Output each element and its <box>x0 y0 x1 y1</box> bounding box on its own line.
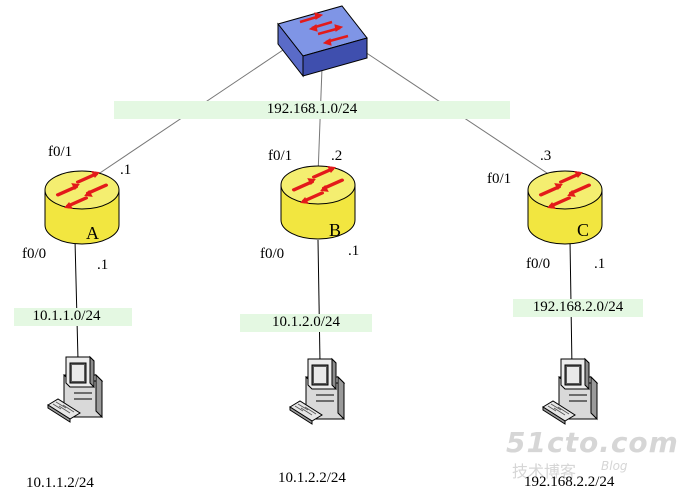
router-c-icon <box>528 171 602 244</box>
router-b-icon <box>281 166 355 239</box>
router-b-lan-port: f0/0 <box>260 246 285 262</box>
link-router-b-pc <box>317 239 321 363</box>
lan-b-subnet-band <box>240 314 372 332</box>
router-a-name: A <box>86 223 99 243</box>
router-c-name: C <box>577 220 590 240</box>
host-c-ip: 192.168.2.2/24 <box>524 474 615 490</box>
lan-c-subnet-band <box>513 299 643 317</box>
router-a-uplink-addr: .1 <box>120 162 132 178</box>
router-a-icon <box>45 171 119 244</box>
router-a-uplink-port: f0/1 <box>48 144 73 160</box>
lan-a-subnet-label: 10.1.1.0/24 <box>32 308 101 324</box>
router-b-uplink-port: f0/1 <box>268 148 293 164</box>
lan-b-subnet-label: 10.1.2.0/24 <box>272 314 340 330</box>
pc-b-icon <box>289 358 345 425</box>
host-b-ip: 10.1.2.2/24 <box>278 470 346 486</box>
router-b-uplink-addr: .2 <box>331 148 343 164</box>
watermark-site: 51cto.com <box>506 426 679 459</box>
router-b-lan-addr: .1 <box>348 243 360 259</box>
watermark-blog: Blog <box>601 459 628 473</box>
link-switch-router-b <box>317 67 323 176</box>
router-c-uplink-port: f0/1 <box>487 171 512 187</box>
network-diagram <box>0 5 647 425</box>
watermark-tagline: 技术博客 <box>512 462 577 481</box>
router-c-uplink-addr: .3 <box>540 148 552 164</box>
router-a-lan-addr: .1 <box>97 257 109 273</box>
switch-icon <box>277 5 368 78</box>
router-a-lan-port: f0/0 <box>22 246 47 262</box>
host-a-ip: 10.1.1.2/24 <box>26 475 94 491</box>
lan-a-subnet-band <box>14 308 132 326</box>
backbone-subnet-label: 192.168.1.0/24 <box>266 101 358 117</box>
router-c-lan-addr: .1 <box>594 256 606 272</box>
pc-c-icon <box>542 358 598 425</box>
router-b-name: B <box>329 220 342 240</box>
router-c-lan-port: f0/0 <box>526 256 551 272</box>
lan-c-subnet-label: 192.168.2.0/24 <box>532 299 624 315</box>
pc-a-icon <box>47 356 103 423</box>
link-router-a-pc <box>74 239 79 361</box>
backbone-subnet-band <box>114 101 510 119</box>
